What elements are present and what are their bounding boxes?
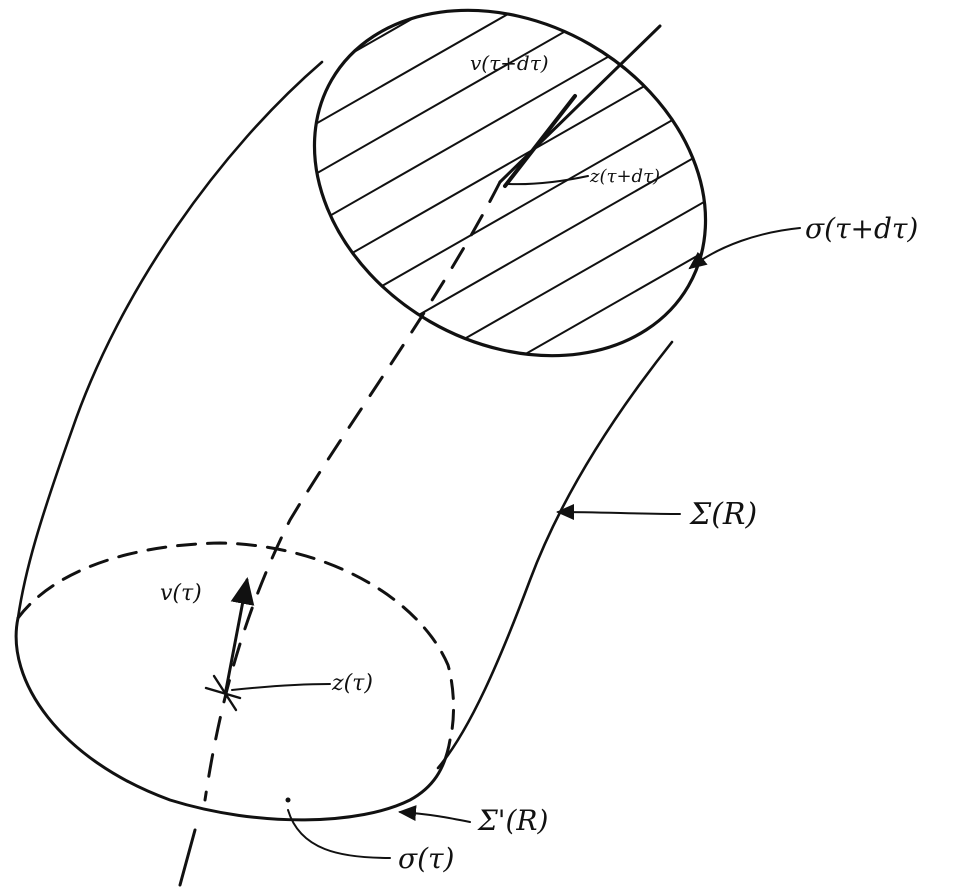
area-sigma-tau-marker <box>285 797 291 803</box>
leader-lines <box>231 175 801 859</box>
label-sigma-tau: σ(τ) <box>398 842 454 875</box>
label-sigma-tau-dtau: σ(τ+dτ) <box>805 212 918 245</box>
label-v-tau: v(τ) <box>160 581 202 606</box>
label-v-tau-dtau: v(τ+dτ) <box>470 51 549 75</box>
hidden-axis-dashed <box>203 180 502 802</box>
tube-left-edge <box>16 60 324 620</box>
tube-right-edge <box>436 340 674 770</box>
top-cross-section-ellipse <box>312 8 708 358</box>
point-z-tau-marker <box>204 674 242 712</box>
bottom-cross-section-front <box>14 616 452 822</box>
label-Sigma-prime-R: Σ'(R) <box>477 804 548 837</box>
vector-v-tau-dtau <box>503 94 577 188</box>
axis-lower-segment <box>178 828 197 887</box>
bottom-cross-section-back <box>16 541 456 742</box>
label-z-tau-dtau: z(τ+dτ) <box>589 166 660 187</box>
label-Sigma-R: Σ(R) <box>689 497 757 532</box>
label-z-tau: z(τ) <box>331 671 373 696</box>
vector-v-tau <box>224 577 255 692</box>
